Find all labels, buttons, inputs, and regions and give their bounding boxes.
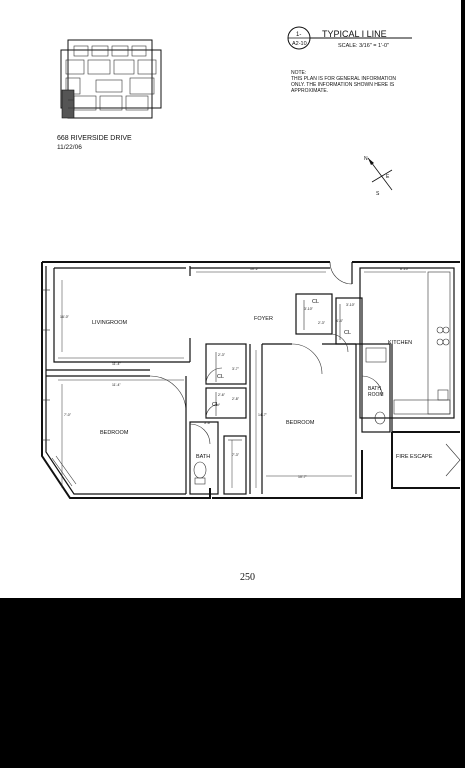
- closet-2: CL: [212, 402, 219, 408]
- room-bedroom-center: BEDROOM: [286, 420, 315, 426]
- svg-text:5'-6": 5'-6": [204, 421, 212, 425]
- svg-text:10'-2": 10'-2": [250, 267, 260, 271]
- room-bath-right: BATH: [368, 386, 381, 392]
- closet-3: CL: [312, 299, 319, 305]
- svg-text:11'-4": 11'-4": [112, 362, 121, 366]
- sheet-code-top: 1-: [296, 32, 301, 38]
- svg-text:14'-7": 14'-7": [258, 413, 268, 417]
- note-line-2: ONLY. THE INFORMATION SHOWN HERE IS: [291, 82, 395, 88]
- sheet-code-bottom: A2-10: [292, 41, 307, 47]
- building-address: 668 RIVERSIDE DRIVE: [57, 135, 132, 142]
- plan-title: TYPICAL I LINE: [322, 29, 387, 39]
- svg-text:2'-3": 2'-3": [318, 321, 326, 325]
- room-kitchen: KITCHEN: [388, 340, 412, 346]
- compass-north: N: [364, 156, 368, 162]
- floor-plan-sheet: 668 RIVERSIDE DRIVE 11/22/06 1- A2-10 TY…: [0, 0, 461, 598]
- plan-date: 11/22/06: [57, 144, 82, 151]
- room-foyer: FOYER: [254, 316, 273, 322]
- svg-text:6'-10": 6'-10": [400, 267, 410, 271]
- plan-scale: SCALE: 3/16" = 1'-0": [338, 43, 389, 49]
- floor-plan-drawing: 668 RIVERSIDE DRIVE 11/22/06 1- A2-10 TY…: [41, 26, 461, 583]
- svg-text:16'-0": 16'-0": [60, 315, 70, 319]
- svg-text:7'-3": 7'-3": [232, 453, 240, 457]
- room-bedroom-left: BEDROOM: [100, 430, 129, 436]
- note-line-3: APPROXIMATE.: [291, 88, 328, 94]
- compass-south: S: [376, 191, 380, 197]
- title-block: [287, 26, 412, 50]
- closet-1: CL: [217, 374, 224, 380]
- svg-text:3'-10": 3'-10": [304, 307, 314, 311]
- svg-text:11'-4": 11'-4": [112, 383, 121, 387]
- svg-text:2'-8": 2'-8": [232, 397, 240, 401]
- room-bath-right-room: ROOM: [368, 392, 384, 398]
- svg-text:2'-6": 2'-6": [218, 393, 226, 397]
- room-fire-escape: FIRE ESCAPE: [396, 454, 433, 460]
- note-heading: NOTE:: [291, 70, 306, 76]
- note-line-1: THIS PLAN IS FOR GENERAL INFORMATION: [291, 76, 396, 82]
- svg-text:7'-0": 7'-0": [64, 413, 72, 417]
- page-number: 250: [240, 572, 255, 583]
- floor-plan: 10'-2" 6'-10" 11'-4" 11'-4" 16'-0" 7'-0"…: [41, 261, 461, 499]
- compass-east: E: [386, 174, 390, 180]
- north-arrow-icon: [367, 157, 393, 191]
- key-plan: [60, 39, 162, 119]
- svg-text:2'-3": 2'-3": [218, 353, 226, 357]
- svg-text:3'-7": 3'-7": [232, 367, 240, 371]
- closet-4: CL: [344, 330, 351, 336]
- svg-text:3'-10": 3'-10": [346, 303, 356, 307]
- svg-text:4'-4": 4'-4": [336, 319, 344, 323]
- room-bath-left: BATH: [196, 454, 210, 460]
- room-livingroom: LIVINGROOM: [92, 320, 128, 326]
- svg-text:10'-7": 10'-7": [298, 475, 308, 479]
